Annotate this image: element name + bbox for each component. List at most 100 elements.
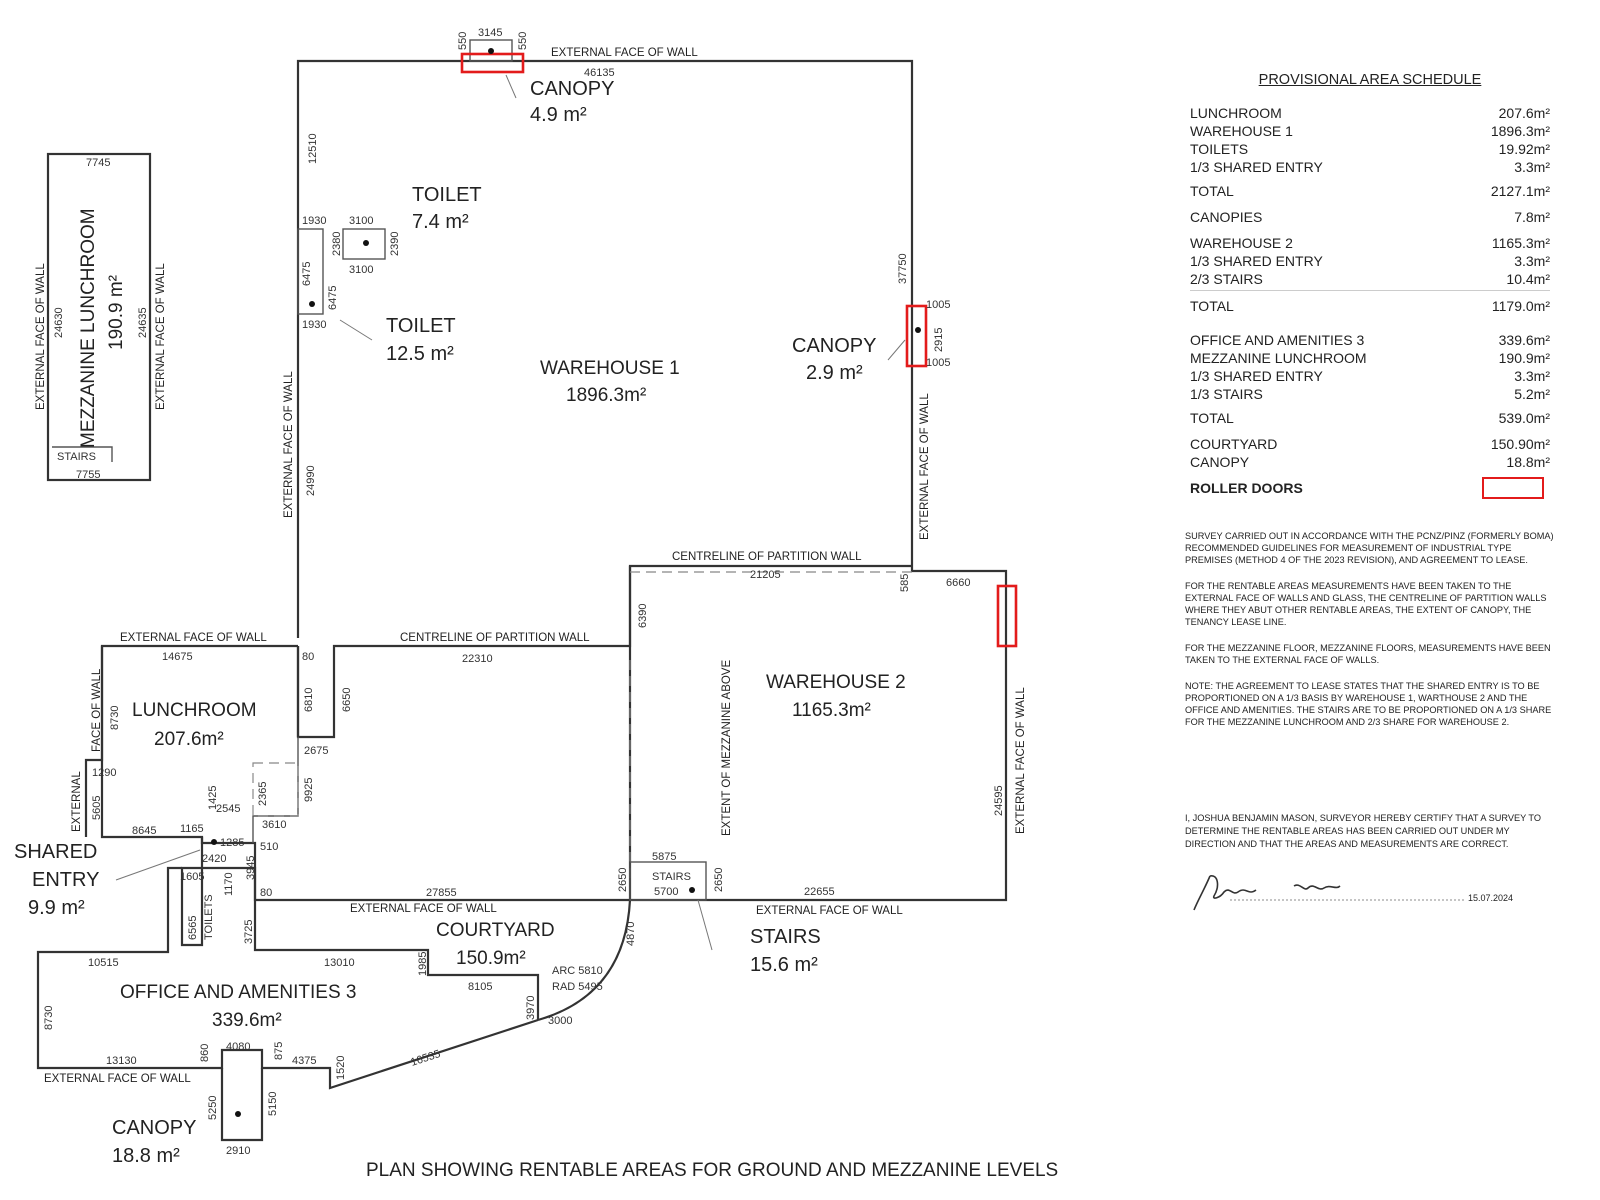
dim-12510: 12510 — [307, 133, 319, 164]
dim-24630: 24630 — [53, 307, 65, 338]
legend-label: ROLLER DOORS — [1190, 480, 1303, 496]
warehouse2-area: 1165.3m² — [792, 700, 871, 721]
lunchroom-inset — [252, 762, 299, 817]
toilet1-area: 7.4 m² — [412, 211, 469, 233]
dim-7745: 7745 — [86, 157, 110, 169]
dim-1520: 1520 — [335, 1056, 347, 1080]
dim-2390: 2390 — [389, 232, 401, 256]
toilet2-box — [297, 228, 324, 315]
dim-2915: 2915 — [933, 328, 945, 352]
stairs-label: STAIRS — [750, 926, 821, 948]
mezz-wall-left: EXTERNAL FACE OF WALL — [35, 263, 47, 410]
dim-8730a: 8730 — [109, 706, 121, 730]
dim-24595: 24595 — [993, 785, 1005, 816]
courtyard-outline — [253, 900, 540, 1020]
dim-1170: 1170 — [223, 872, 235, 896]
shared-entry-area: 9.9 m² — [28, 897, 85, 919]
courtyard-label: COURTYARD — [436, 920, 555, 941]
mezz-stairs-label: STAIRS — [57, 451, 96, 463]
dim-1290: 1290 — [92, 767, 116, 779]
leader-line — [505, 74, 517, 99]
warehouse2-label: WAREHOUSE 2 — [766, 672, 906, 693]
office-area: 339.6m² — [212, 1010, 282, 1031]
dim-3100b: 3100 — [349, 264, 373, 276]
wall-label-top: EXTERNAL FACE OF WALL — [551, 47, 698, 59]
wall-label-wh2-bottom: EXTERNAL FACE OF WALL — [756, 905, 903, 917]
dim-550b: 550 — [517, 32, 529, 50]
wall-label-lunchroom: EXTERNAL FACE OF WALL — [120, 632, 267, 644]
dim-1930a: 1930 — [302, 215, 326, 227]
dim-510: 510 — [260, 841, 278, 853]
office-outline — [36, 866, 539, 1090]
dim-27855: 27855 — [426, 887, 457, 899]
certification: I, Joshua Benjamin Mason, surveyor hereb… — [1185, 813, 1542, 849]
dim-6660: 6660 — [946, 577, 970, 589]
mezz-extent-label: EXTENT OF MEZZANINE ABOVE — [721, 660, 733, 836]
dim-1985: 1985 — [417, 952, 429, 976]
toilets-corridor — [180, 866, 204, 947]
dim-5875: 5875 — [652, 851, 676, 863]
dim-1005b: 1005 — [926, 357, 950, 369]
dim-585: 585 — [899, 574, 911, 592]
warehouse1-label: WAREHOUSE 1 — [540, 358, 680, 379]
marker-dot — [689, 887, 695, 893]
shared-entry-wall — [200, 837, 257, 900]
canopy-top-box — [469, 39, 513, 62]
dim-3145: 3145 — [478, 27, 502, 39]
dim-2420: 2420 — [202, 853, 226, 865]
dim-1165: 1165 — [180, 823, 204, 835]
dim-6475a: 6475 — [301, 262, 313, 286]
dim-14675: 14675 — [162, 651, 193, 663]
mezzanine-label: MEZZANINE LUNCHROOM — [78, 208, 99, 448]
dim-550a: 550 — [457, 32, 469, 50]
toilet2-label: TOILET — [386, 315, 456, 337]
dim-3970: 3970 — [525, 996, 537, 1020]
dim-10515: 10515 — [88, 957, 119, 969]
leader-line — [339, 319, 373, 341]
leader-line — [697, 899, 713, 951]
dim-860: 860 — [199, 1044, 211, 1062]
note-1: Survey carried out in accordance with th… — [1185, 531, 1554, 565]
dim-80a: 80 — [302, 651, 314, 663]
dim-3610: 3610 — [262, 819, 286, 831]
signature-date: 15.07.2024 — [1468, 893, 1514, 903]
dim-2365: 2365 — [257, 782, 269, 806]
lunchroom-area: 207.6m² — [154, 729, 224, 750]
marker-dot — [309, 301, 315, 307]
partition-label-top: CENTRELINE OF PARTITION WALL — [672, 551, 862, 563]
dim-22655: 22655 — [804, 886, 835, 898]
dim-24635: 24635 — [137, 307, 149, 338]
face-of-wall-label: FACE OF WALL — [91, 668, 103, 752]
dim-37750: 37750 — [897, 253, 909, 284]
lunchroom-label: LUNCHROOM — [132, 700, 257, 721]
shared-entry-label2: ENTRY — [32, 869, 99, 891]
note-3: For the mezzanine floor, mezzanine floor… — [1185, 643, 1551, 665]
dim-7755: 7755 — [76, 469, 100, 481]
dim-2650b: 2650 — [713, 868, 725, 892]
leader-line — [887, 339, 906, 361]
dim-5605: 5605 — [91, 796, 103, 820]
canopy-top-area: 4.9 m² — [530, 104, 587, 126]
dim-5150: 5150 — [267, 1092, 279, 1116]
dim-46135: 46135 — [584, 67, 615, 79]
dim-24990: 24990 — [305, 465, 317, 496]
dim-21205: 21205 — [750, 569, 781, 581]
partition-label-mid: CENTRELINE OF PARTITION WALL — [400, 632, 590, 644]
dim-8730b: 8730 — [43, 1006, 55, 1030]
leader-line — [115, 849, 201, 881]
dim-1005a: 1005 — [926, 299, 950, 311]
dim-6475b: 6475 — [327, 286, 339, 310]
dim-2380: 2380 — [331, 232, 343, 256]
dim-3725: 3725 — [243, 920, 255, 944]
dim-5250: 5250 — [207, 1096, 219, 1120]
